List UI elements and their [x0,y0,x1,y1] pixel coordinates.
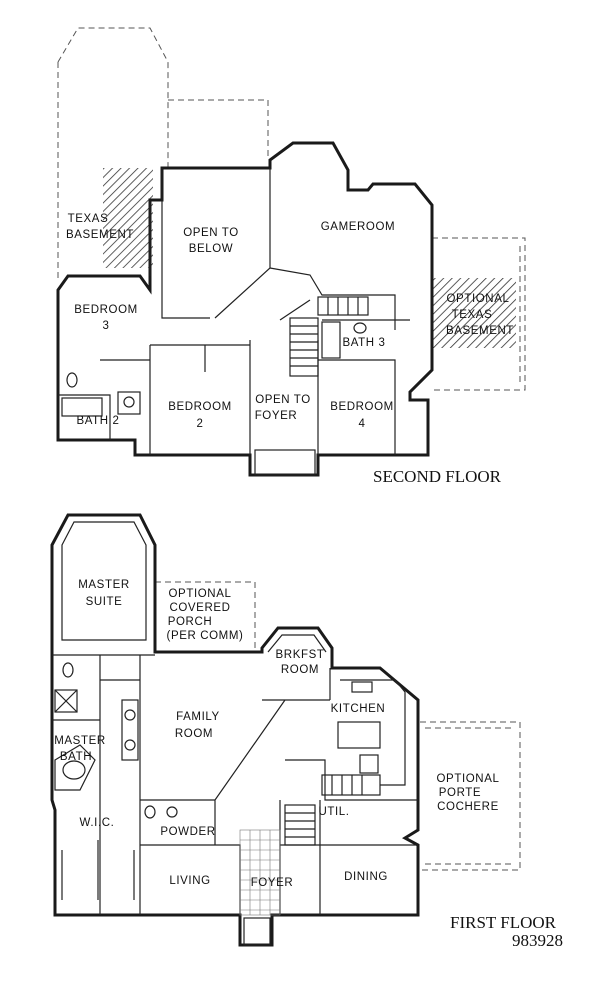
bath2-tub [61,397,103,417]
roof-outline-top [168,99,269,160]
master-sink-1 [124,709,136,721]
brkfst-bay-inner [267,634,327,653]
kitchen-counter [340,679,406,786]
second-floor-exterior-wall [56,141,434,477]
roof-outline-left [57,27,169,280]
master-bay-inner [61,521,147,641]
kitchen-range [359,754,379,774]
porte-cochere-outline [420,721,521,871]
powder-toilet [144,805,156,819]
bath3-tub [321,321,341,359]
room-label-bath-2: BATH 2 [76,415,119,427]
room-label-gameroom: GAMEROOM [321,221,395,233]
texas-basement-hatch-right [432,278,516,348]
master-bath-tub-basin [62,760,86,780]
texas-basement-hatch-left [103,168,153,268]
roof-outline-right [432,237,526,391]
plan-number: 983928 [512,931,563,950]
bath2-sink [123,396,135,408]
second-floor-front-ledge [254,449,316,476]
master-vanity [121,699,139,761]
room-label-bath-3: BATH 3 [342,337,385,349]
master-bath-tub [54,744,96,791]
foyer-tile-grid [239,829,281,916]
bath2-toilet [66,372,78,388]
powder-sink [166,806,178,818]
second-floor-title: SECOND FLOOR [373,467,502,486]
room-label-dining: DINING [344,871,388,883]
room-label-foyer: FOYER [251,877,294,889]
kitchen-sink [351,681,373,693]
master-toilet [62,662,74,678]
room-label-kitchen: KITCHEN [331,703,386,715]
room-label-util: UTIL. [318,806,349,818]
front-entry-steps [243,917,271,946]
room-label-living: LIVING [169,875,210,887]
room-label-powder: POWDER [160,826,215,838]
master-shower [54,689,78,713]
second-floor-stairs [289,296,369,377]
first-floor-stairs [284,774,381,846]
bath2-vanity [117,391,141,415]
room-label-wic: W.I.C. [80,817,115,829]
master-sink-2 [124,739,136,751]
second-floor-interior-walls [58,168,410,455]
first-floor-title: FIRST FLOOR [450,913,557,932]
kitchen-island [337,721,381,749]
bath3-toilet [353,322,367,334]
